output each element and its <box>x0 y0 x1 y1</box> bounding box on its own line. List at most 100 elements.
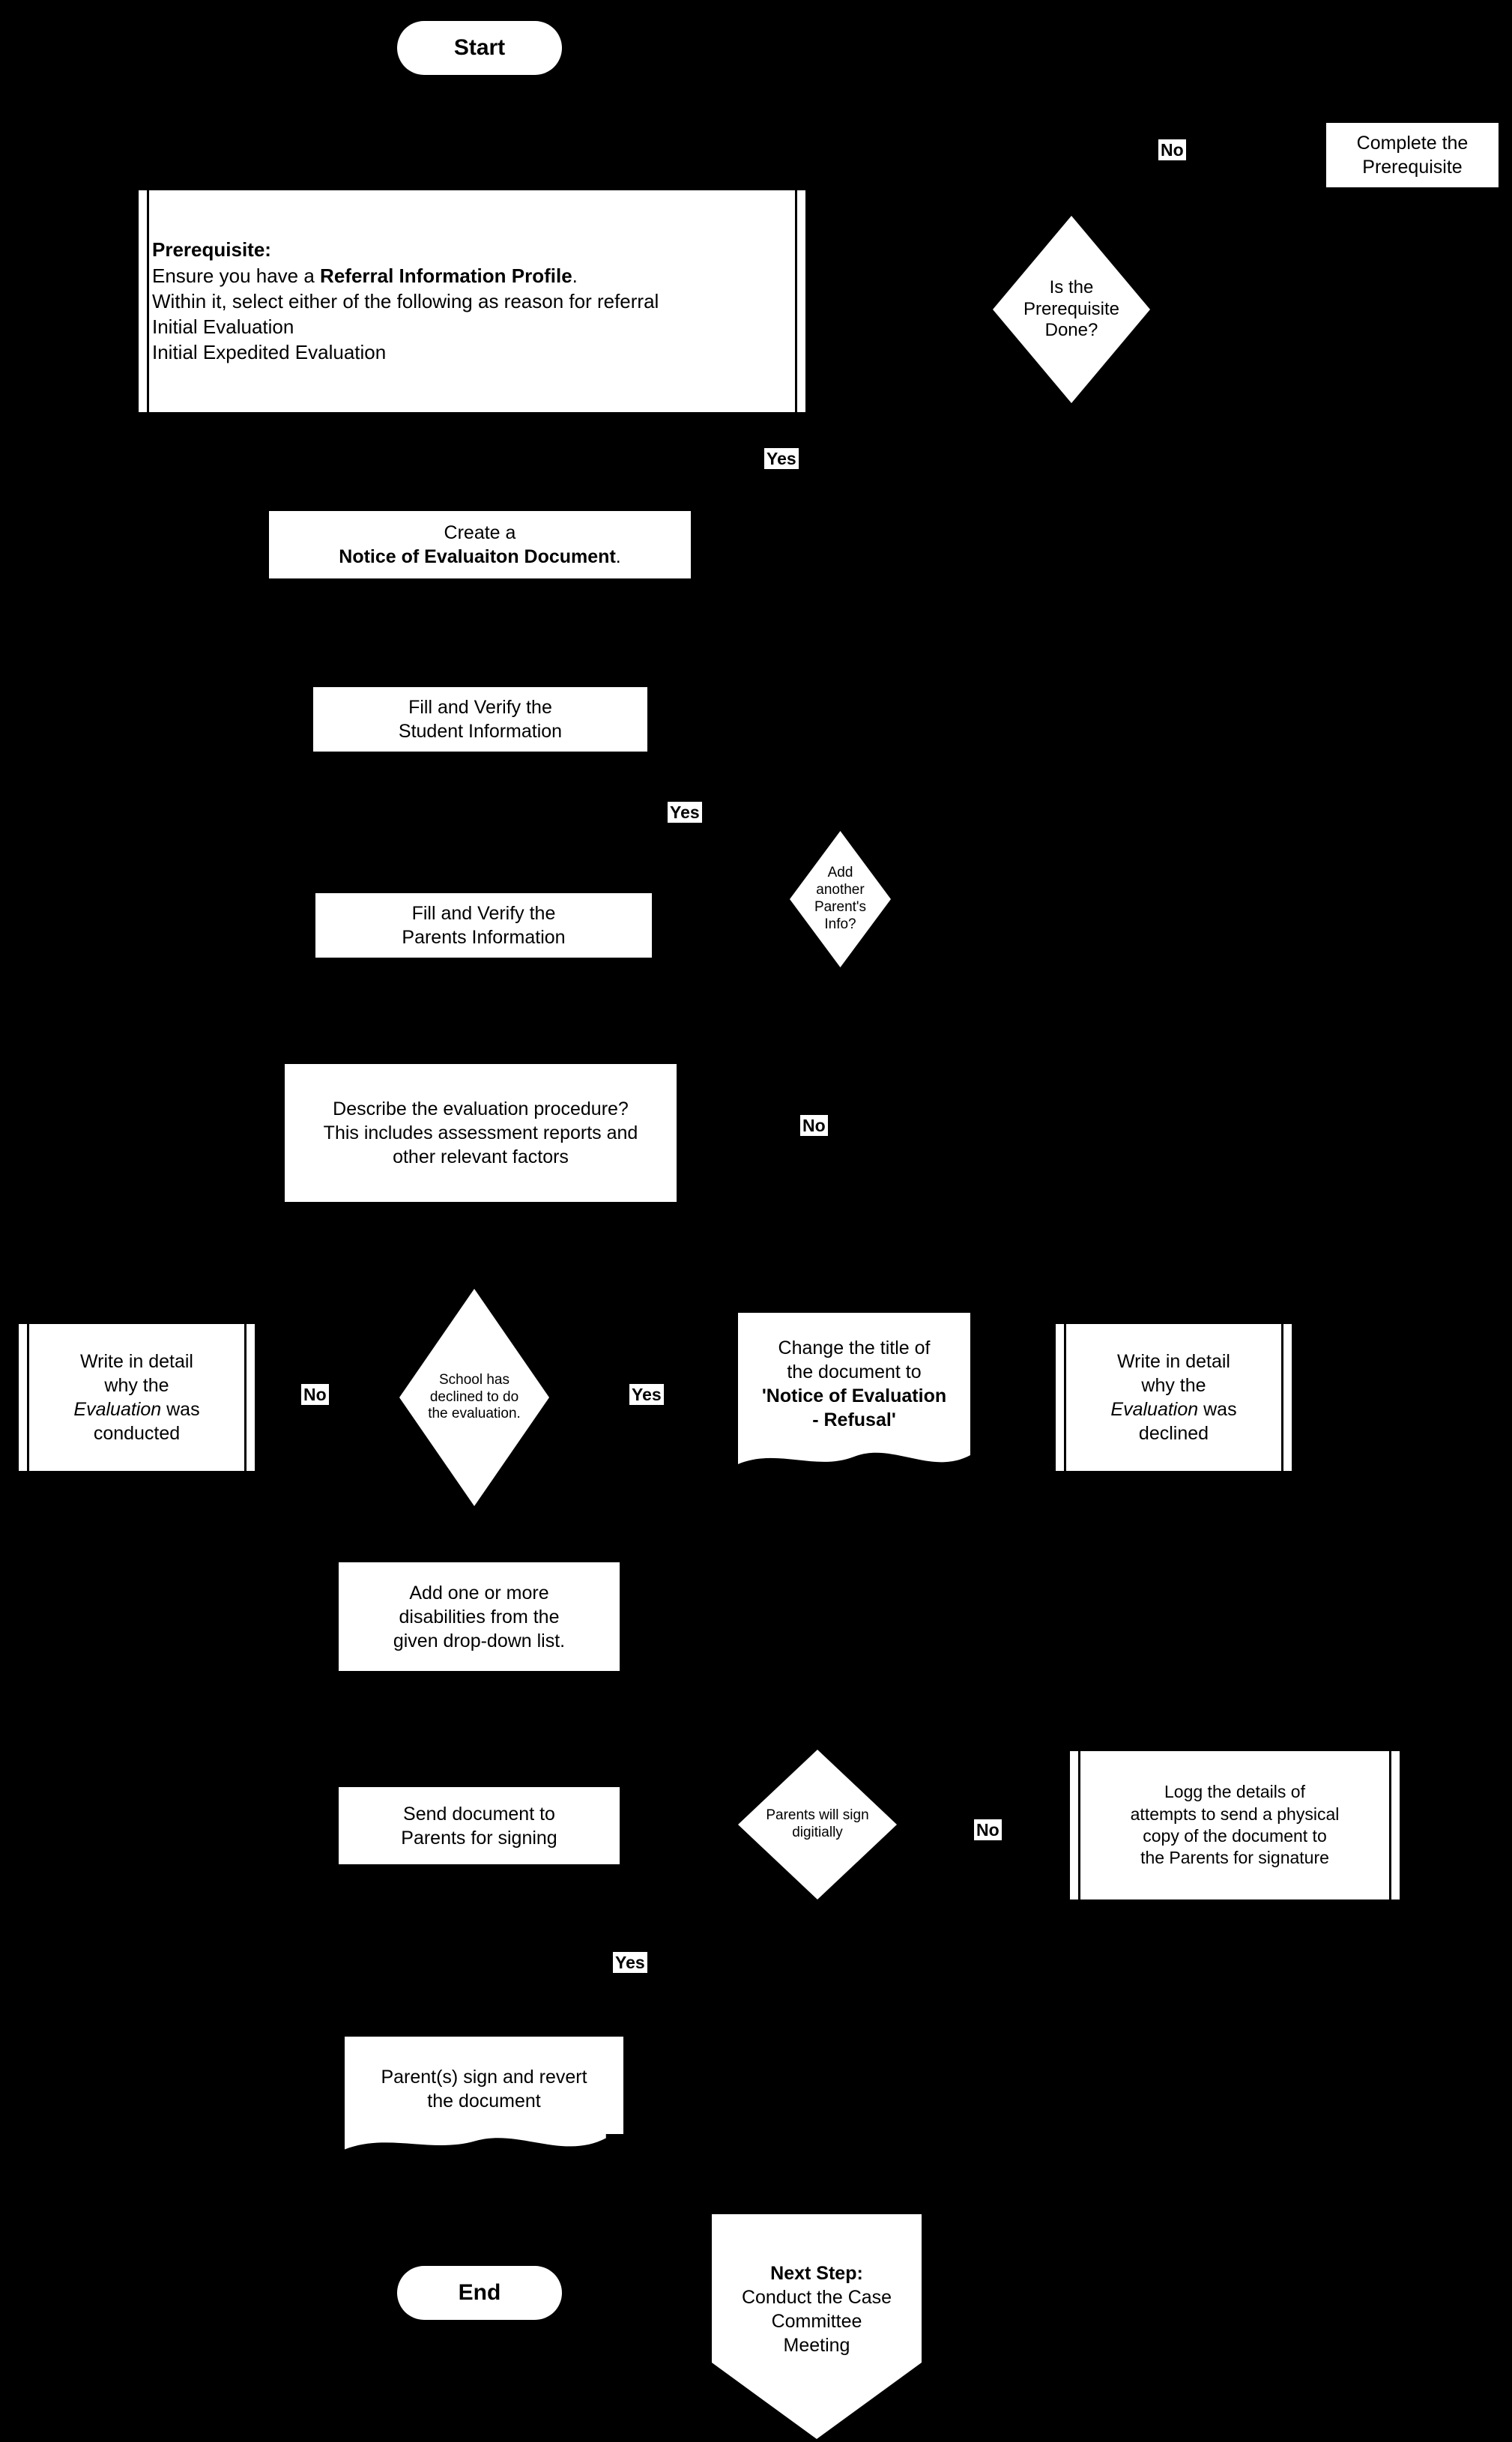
node-parents-sign-digitally[interactable]: Parents will sign digitially <box>738 1750 897 1899</box>
write-why-conducted-line3-italic: Evaluation <box>73 1399 162 1420</box>
add-another-parent-line1: Add <box>827 865 853 881</box>
node-prerequisite[interactable]: Prerequisite: Ensure you have a Referral… <box>139 190 805 412</box>
node-change-title-text: Change the title of the document to 'Not… <box>738 1336 970 1448</box>
node-prerequisite-text: Prerequisite: Ensure you have a Referral… <box>139 237 805 366</box>
node-add-disabilities[interactable]: Add one or more disabilities from the gi… <box>339 1562 620 1671</box>
change-title-line3: 'Notice of Evaluation <box>761 1385 947 1406</box>
node-write-why-conducted-text: Write in detail why the Evaluation was c… <box>54 1350 219 1445</box>
document-wave-bottom <box>345 2133 606 2150</box>
node-school-declined[interactable]: School has declined to do the evaluation… <box>399 1289 549 1506</box>
parents-sign-revert-line1: Parent(s) sign and revert <box>381 2067 587 2088</box>
document-body <box>738 1313 970 1449</box>
node-school-declined-text: School has declined to do the evaluation… <box>419 1372 530 1423</box>
write-why-declined-line2: why the <box>1141 1375 1206 1396</box>
node-send-document-text: Send document to Parents for signing <box>401 1802 557 1850</box>
predef-bar-left <box>1064 1324 1066 1471</box>
fill-parents-info-line1: Fill and Verify the <box>411 903 556 924</box>
predef-bar-right <box>1281 1324 1283 1471</box>
document-body <box>345 2037 623 2134</box>
node-fill-student-info-text: Fill and Verify the Student Information <box>399 695 562 743</box>
predef-bar-left <box>27 1324 29 1471</box>
add-disabilities-line2: disabilities from the <box>399 1606 560 1628</box>
fill-student-info-line2: Student Information <box>398 721 563 742</box>
node-write-why-conducted[interactable]: Write in detail why the Evaluation was c… <box>19 1324 255 1471</box>
prerequisite-line2: Within it, select either of the followin… <box>152 289 659 312</box>
edge-label-yes-school-declined: Yes <box>629 1384 664 1406</box>
document-wave-bottom <box>738 1448 970 1464</box>
change-title-line2: the document to <box>787 1361 922 1382</box>
node-fill-parents-info-text: Fill and Verify the Parents Information <box>402 901 565 949</box>
predef-bar-left <box>1078 1751 1080 1899</box>
node-parents-sign-revert-text: Parent(s) sign and revert the document <box>345 2065 623 2128</box>
node-fill-parents-info[interactable]: Fill and Verify the Parents Information <box>315 893 652 958</box>
node-log-attempts-text: Logg the details of attempts to send a p… <box>1111 1781 1359 1870</box>
log-attempts-line4: the Parents for signature <box>1140 1848 1329 1868</box>
fill-student-info-line1: Fill and Verify the <box>408 697 552 718</box>
school-declined-line2: declined to do <box>429 1388 519 1405</box>
prerequisite-line1: Ensure you have a Referral Information P… <box>152 263 799 288</box>
next-step-line4: Meeting <box>783 2335 850 2356</box>
prerequisite-line4: Initial Expedited Evaluation <box>152 341 387 364</box>
school-declined-line3: the evaluation. <box>428 1406 521 1422</box>
edge-label-yes-add-parent: Yes <box>668 802 702 823</box>
node-complete-prerequisite[interactable]: Complete the Prerequisite <box>1326 123 1499 187</box>
node-log-attempts[interactable]: Logg the details of attempts to send a p… <box>1070 1751 1400 1899</box>
send-document-line1: Send document to <box>403 1803 555 1825</box>
node-describe-procedure[interactable]: Describe the evaluation procedure? This … <box>285 1064 677 1202</box>
school-declined-line1: School has <box>438 1371 509 1388</box>
node-create-notice[interactable]: Create a Notice of Evaluaiton Document. <box>269 511 691 578</box>
node-describe-procedure-text: Describe the evaluation procedure? This … <box>324 1097 638 1169</box>
next-step-line3: Committee <box>771 2311 862 2332</box>
send-document-line2: Parents for signing <box>401 1827 557 1849</box>
node-parents-sign-digitally-text: Parents will sign digitially <box>759 1807 877 1842</box>
log-attempts-line2: attempts to send a physical <box>1130 1804 1340 1824</box>
add-another-parent-line4: Info? <box>824 916 856 932</box>
create-notice-line2-post: . <box>615 546 621 567</box>
node-start-label: Start <box>453 34 506 60</box>
predef-bar-right <box>795 190 797 412</box>
change-title-line1: Change the title of <box>778 1338 931 1358</box>
add-another-parent-line3: Parent's <box>814 899 867 915</box>
node-next-step[interactable]: Next Step: Conduct the Case Committee Me… <box>712 2214 922 2439</box>
node-add-another-parent[interactable]: Add another Parent's Info? <box>790 831 891 967</box>
node-end[interactable]: End <box>397 2266 562 2320</box>
predef-bar-right <box>1389 1751 1391 1899</box>
node-fill-student-info[interactable]: Fill and Verify the Student Information <box>313 687 647 752</box>
node-parents-sign-revert[interactable]: Parent(s) sign and revert the document <box>345 2037 623 2157</box>
write-why-conducted-line3-post: was <box>161 1399 200 1420</box>
node-is-prerequisite-done[interactable]: Is the Prerequisite Done? <box>993 216 1150 403</box>
node-is-prerequisite-done-text: Is the Prerequisite Done? <box>1013 277 1129 342</box>
predef-bar-right <box>244 1324 247 1471</box>
parents-sign-revert-line2: the document <box>427 2091 541 2112</box>
prerequisite-line1-bold: Referral Information Profile <box>320 264 572 287</box>
fill-parents-info-line2: Parents Information <box>402 927 566 948</box>
edge-label-no-prerequisite: No <box>1158 139 1186 161</box>
node-add-disabilities-text: Add one or more disabilities from the gi… <box>393 1581 565 1653</box>
is-prerequisite-done-line2: Prerequisite <box>1023 298 1120 319</box>
predef-bar-left <box>147 190 149 412</box>
node-add-another-parent-text: Add another Parent's Info? <box>803 865 878 933</box>
node-change-title[interactable]: Change the title of the document to 'Not… <box>738 1313 970 1472</box>
add-disabilities-line1: Add one or more <box>409 1582 549 1604</box>
edge-label-yes-sign-digitally: Yes <box>613 1952 647 1974</box>
edge-label-no-add-parent: No <box>800 1115 828 1137</box>
node-write-why-declined-text: Write in detail why the Evaluation was d… <box>1091 1350 1256 1445</box>
write-why-conducted-line2: why the <box>104 1375 169 1396</box>
node-send-document[interactable]: Send document to Parents for signing <box>339 1787 620 1864</box>
edge-label-no-sign-digitally: No <box>974 1819 1002 1841</box>
next-step-line2: Conduct the Case <box>741 2287 892 2308</box>
log-attempts-line1: Logg the details of <box>1164 1782 1305 1802</box>
node-create-notice-text: Create a Notice of Evaluaiton Document. <box>339 521 620 569</box>
describe-procedure-line3: other relevant factors <box>393 1146 569 1167</box>
create-notice-line2: Notice of Evaluaiton Document. <box>339 545 620 569</box>
log-attempts-line3: copy of the document to <box>1143 1826 1327 1846</box>
add-disabilities-line3: given drop-down list. <box>393 1630 566 1651</box>
write-why-conducted-line3: Evaluation was <box>73 1397 199 1421</box>
node-write-why-declined[interactable]: Write in detail why the Evaluation was d… <box>1056 1324 1292 1471</box>
node-complete-prerequisite-text: Complete the Prerequisite <box>1357 131 1469 179</box>
node-next-step-text: Next Step: Conduct the Case Committee Me… <box>712 2261 922 2392</box>
prerequisite-line3: Initial Evaluation <box>152 315 294 339</box>
prerequisite-heading: Prerequisite: <box>152 238 271 262</box>
change-title-line4: - Refusal' <box>812 1409 896 1430</box>
node-start[interactable]: Start <box>397 21 562 75</box>
